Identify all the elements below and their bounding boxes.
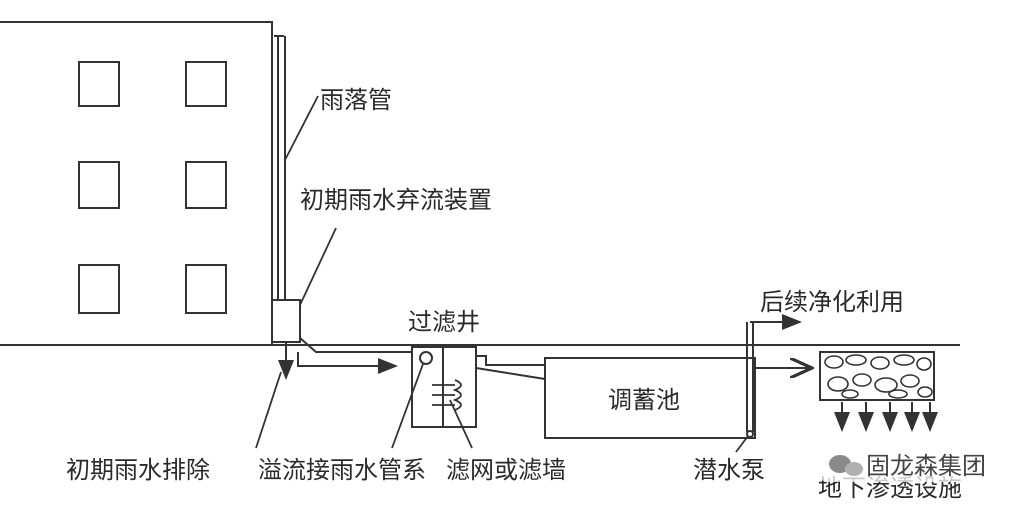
inlet-pipe (297, 337, 412, 374)
label-storage-tank: 调蓄池 (608, 386, 680, 414)
window (185, 264, 227, 314)
label-first-flush-discharge: 初期雨水排除 (66, 456, 210, 484)
submersible-pump-icon (746, 430, 754, 438)
infiltration-bed (819, 351, 935, 401)
label-filter-screen: 滤网或滤墙 (446, 456, 566, 484)
label-overflow-pipe: 溢流接雨水管系 (258, 456, 426, 484)
label-first-flush-device: 初期雨水弃流装置 (300, 186, 492, 214)
overflow-outlet (419, 351, 433, 365)
filter-well (411, 346, 477, 428)
window (185, 61, 227, 107)
infiltration-arrows (834, 402, 938, 432)
window (185, 161, 227, 209)
leader-lines (255, 95, 749, 453)
tank-inlet-pipe (475, 355, 546, 380)
window (78, 61, 120, 107)
window (78, 161, 120, 209)
building (0, 21, 273, 345)
label-further-purification: 后续净化利用 (760, 288, 904, 316)
downpipe (274, 35, 286, 300)
label-downpipe: 雨落管 (320, 86, 392, 114)
storage-tank (544, 357, 756, 439)
watermark: 固龙森集团 (822, 448, 996, 482)
filter-screen (432, 379, 462, 411)
first-flush-device (271, 299, 301, 343)
pump-pipe (746, 314, 802, 438)
window (78, 264, 120, 314)
chat-bubble-icon (829, 455, 863, 476)
watermark-text: 固龙森集团 (866, 452, 986, 480)
label-filter-well: 过滤井 (408, 308, 480, 336)
label-submersible-pump: 潜水泵 (693, 456, 765, 484)
